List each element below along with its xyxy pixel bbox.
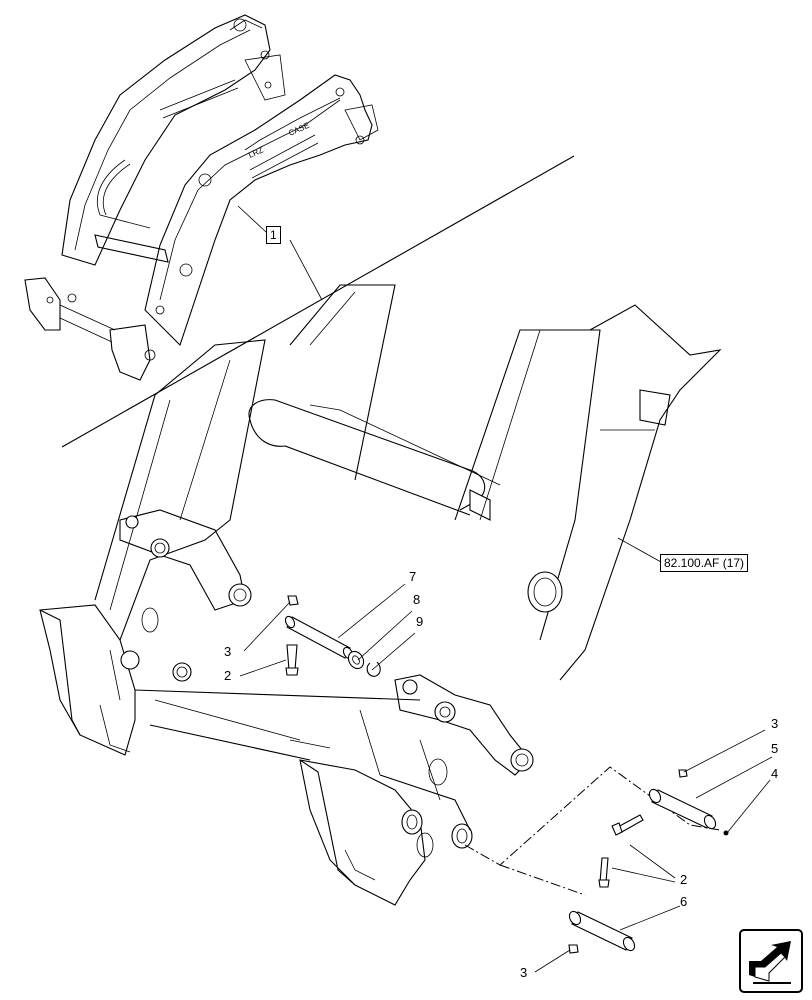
callout-4-label: 4 — [771, 766, 779, 781]
callout-3-label-upper: 3 — [224, 644, 232, 659]
callout-3-label-right: 3 — [771, 716, 779, 731]
callout-1-leader — [237, 205, 323, 301]
pin-set-lower — [464, 766, 729, 954]
callout-2-label-lower: 2 — [680, 872, 688, 887]
callout-9-label: 9 — [416, 614, 424, 629]
svg-text:LRZ: LRZ — [247, 145, 265, 159]
loader-frame-detail — [39, 284, 722, 906]
callout-8-label: 8 — [413, 592, 421, 607]
callout-5-label: 5 — [771, 741, 779, 756]
reference-82-100-af-label: 82.100.AF (17) — [660, 554, 749, 572]
loader-overview-inset: LRZ CASE — [24, 14, 379, 381]
callout-7-label: 7 — [409, 569, 417, 584]
inset-separator-line — [61, 155, 575, 448]
callout-leaders — [239, 537, 773, 973]
callout-2-label-upper: 2 — [224, 668, 232, 683]
callout-1-label: 1 — [266, 226, 281, 244]
callout-3-label-lower: 3 — [520, 965, 528, 980]
callout-6-label: 6 — [680, 894, 688, 909]
pin-set-upper — [284, 595, 381, 677]
page-navigation-arrow-icon[interactable] — [739, 929, 803, 993]
